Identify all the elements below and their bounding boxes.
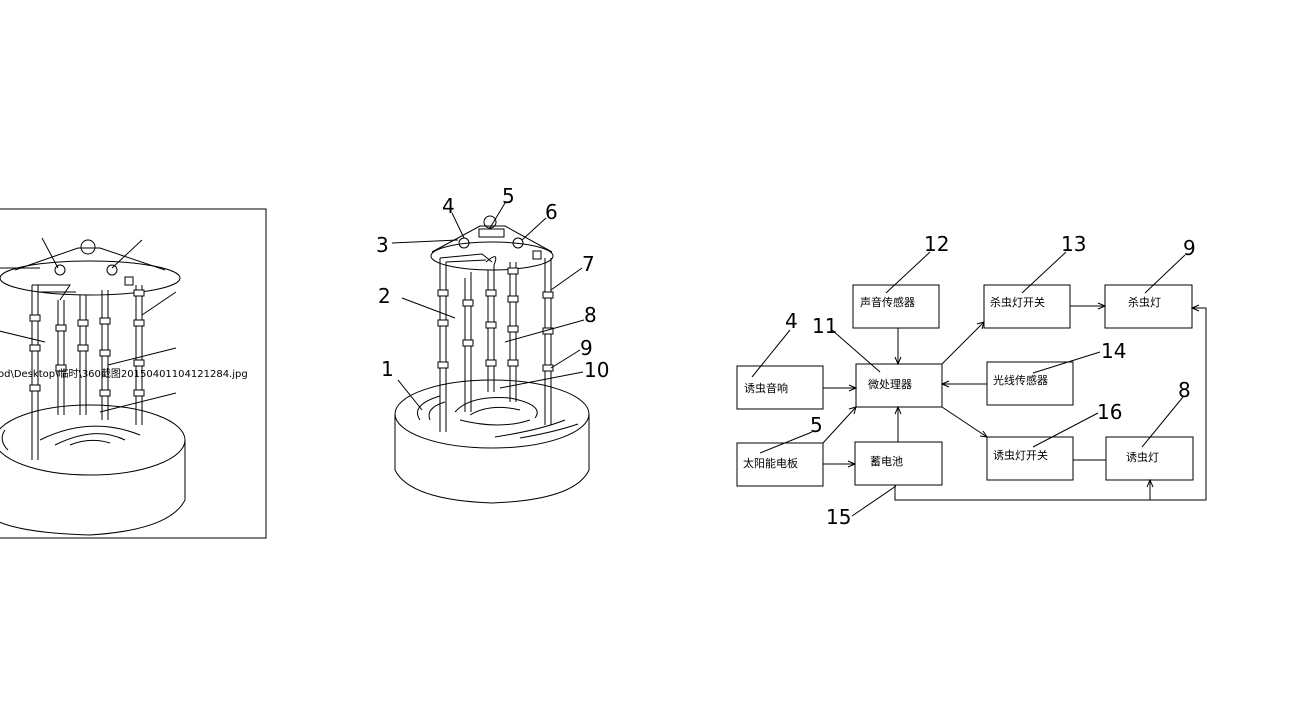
left-figure: od\Desktop\临时\360截图20150401104121284.jpg: [0, 208, 267, 539]
left-leader-lines: [0, 237, 177, 413]
block-label-11: 11: [812, 314, 837, 338]
block-solar-panel-label: 太阳能电板: [743, 456, 798, 470]
middle-base-swirls: [417, 395, 579, 439]
middle-base-wall: [394, 414, 590, 504]
left-base-wall: [0, 440, 186, 536]
block-label-14: 14: [1101, 339, 1126, 363]
middle-label-4: 4: [442, 194, 455, 218]
block-label-13: 13: [1061, 232, 1086, 256]
block-label-15: 15: [826, 505, 851, 529]
block-label-8: 8: [1178, 378, 1191, 402]
block-kill-lamp-label: 杀虫灯: [1128, 295, 1161, 309]
middle-top-dish: [430, 241, 554, 271]
block-leader-lines: [751, 251, 1186, 517]
middle-label-2: 2: [378, 284, 391, 308]
middle-figure: 1 2 3 4 5 6 7 8 9 10: [376, 184, 609, 504]
block-solar-panel: [736, 442, 824, 487]
block-microprocessor-label: 微处理器: [868, 377, 912, 391]
block-label-5: 5: [810, 413, 823, 437]
middle-label-5: 5: [502, 184, 515, 208]
middle-leader-lines: [391, 202, 585, 411]
middle-label-3: 3: [376, 233, 389, 257]
middle-label-10: 10: [584, 358, 609, 382]
left-top-dish: [0, 260, 181, 296]
middle-rods: [437, 250, 554, 432]
block-microprocessor: [855, 363, 943, 408]
block-diagram: 声音传感器 杀虫灯开关 杀虫灯 诱虫音响 微处理器 光线传感器 太阳能电板 蓄电…: [736, 232, 1207, 529]
block-label-16: 16: [1097, 400, 1122, 424]
block-lure-lamp: [1105, 436, 1194, 481]
middle-label-7: 7: [582, 252, 595, 276]
middle-base-top: [394, 379, 590, 449]
block-label-4: 4: [785, 309, 798, 333]
middle-label-8: 8: [584, 303, 597, 327]
middle-label-9: 9: [580, 336, 593, 360]
block-sound-sensor: [852, 284, 940, 329]
block-connections: [822, 302, 1207, 501]
left-file-path-text: od\Desktop\临时\360截图20150401104121284.jpg: [0, 367, 248, 380]
left-rods: [29, 276, 145, 460]
block-light-sensor-label: 光线传感器: [993, 373, 1048, 387]
block-lure-lamp-switch-label: 诱虫灯开关: [993, 448, 1048, 462]
block-lure-speaker-label: 诱虫音响: [744, 381, 788, 395]
block-battery-label: 蓄电池: [870, 455, 903, 468]
block-lure-lamp-label: 诱虫灯: [1126, 451, 1159, 464]
block-battery: [854, 441, 943, 486]
block-lure-lamp-switch: [986, 436, 1074, 481]
middle-top-box: [478, 228, 505, 238]
block-lure-speaker: [736, 365, 824, 410]
block-label-12: 12: [924, 232, 949, 256]
middle-label-1: 1: [381, 357, 394, 381]
left-figure-frame: [0, 208, 267, 539]
block-kill-lamp-switch-label: 杀虫灯开关: [990, 295, 1045, 309]
block-label-9: 9: [1183, 236, 1196, 260]
block-sound-sensor-label: 声音传感器: [860, 295, 915, 309]
middle-label-6: 6: [545, 200, 558, 224]
